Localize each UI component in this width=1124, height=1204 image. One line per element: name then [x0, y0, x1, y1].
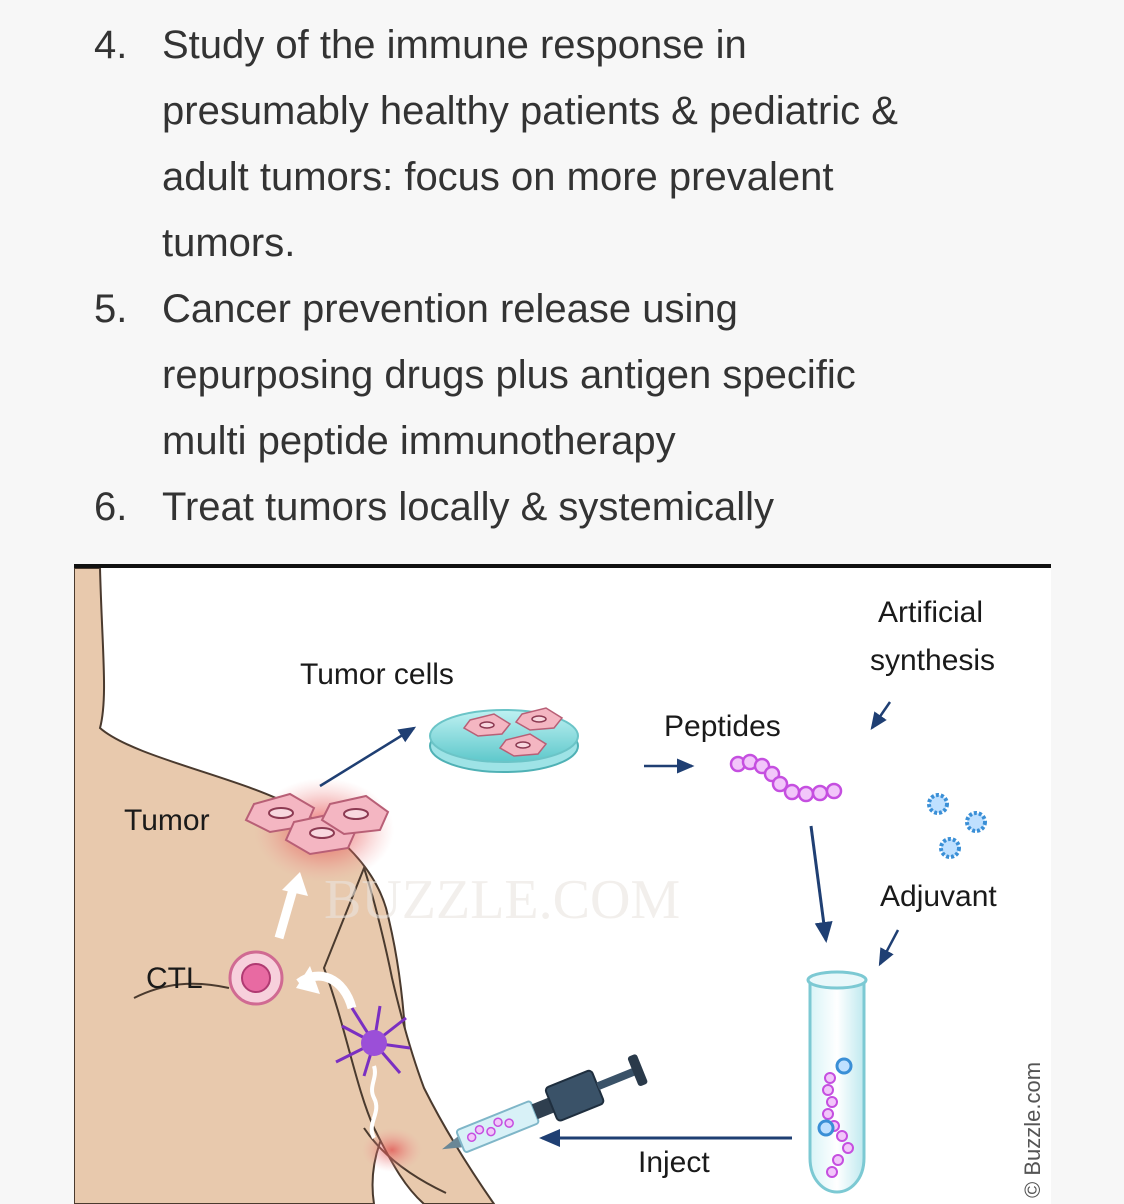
item-line: repurposing drugs plus antigen specific [162, 353, 856, 397]
squiggle-arrow [369, 1065, 379, 1139]
tumor-to-dish-arrow [319, 726, 417, 788]
numbered-list: 4. Study of the immune response in presu… [0, 12, 1124, 540]
item-line: Treat tumors locally & systemically [162, 485, 774, 529]
arm-silhouette [322, 865, 496, 1204]
credit: © Buzzle.com [1020, 1062, 1045, 1198]
item-line: multi peptide immunotherapy [162, 419, 676, 463]
tumor-cell-cluster [244, 792, 390, 856]
synthesis-arrow [870, 701, 892, 731]
petri-dish [429, 707, 579, 773]
adjuvant-arrow [878, 929, 900, 967]
label-tumor-cells: Tumor cells [300, 658, 454, 691]
diagram-svg: Tumor cells Artificial synthesis Peptide… [74, 568, 1045, 1204]
item-line: Study of the immune response in [162, 23, 747, 67]
item-text: Study of the immune response in presumab… [162, 12, 1062, 276]
item-number: 4. [94, 23, 128, 67]
label-tumor: Tumor [124, 804, 210, 837]
item-text: Cancer prevention release using repurpos… [162, 276, 1062, 474]
item-line: tumors. [162, 221, 296, 265]
ctl-to-tumor-arrow [274, 884, 299, 940]
ctl-to-tumor-arrowhead [282, 872, 308, 896]
item-line: adult tumors: focus on more prevalent [162, 155, 834, 199]
list-item: 4. Study of the immune response in presu… [0, 12, 1124, 276]
item-number: 6. [94, 485, 128, 529]
item-text: Treat tumors locally & systemically [162, 474, 1062, 540]
injection-site-glow [362, 1128, 422, 1172]
label-inject: Inject [638, 1146, 710, 1179]
adjuvant-molecules [927, 793, 987, 859]
list-item: 5. Cancer prevention release using repur… [0, 276, 1124, 474]
label-peptides: Peptides [664, 710, 781, 743]
immunotherapy-diagram: Tumor cells Artificial synthesis Peptide… [74, 564, 1051, 1204]
peptide-chain [729, 753, 843, 803]
item-number: 5. [94, 287, 128, 331]
peptides-to-tube-arrow [809, 825, 833, 943]
syringe [442, 1054, 648, 1153]
dendritic-cell-body [361, 1030, 387, 1056]
watermark: BUZZLE.COM [324, 869, 680, 931]
curved-white-arrowhead [296, 966, 320, 994]
item-line: presumably healthy patients & pediatric … [162, 89, 898, 133]
label-adjuvant: Adjuvant [880, 880, 997, 913]
label-synthesis: synthesis [870, 644, 995, 677]
label-ctl: CTL [146, 962, 203, 995]
armpit-line [133, 982, 230, 999]
label-artificial: Artificial [878, 596, 983, 629]
item-line: Cancer prevention release using [162, 287, 738, 331]
list-item: 6. Treat tumors locally & systemically [0, 474, 1124, 540]
ctl-cell [228, 950, 284, 1006]
test-tube [806, 970, 868, 1194]
